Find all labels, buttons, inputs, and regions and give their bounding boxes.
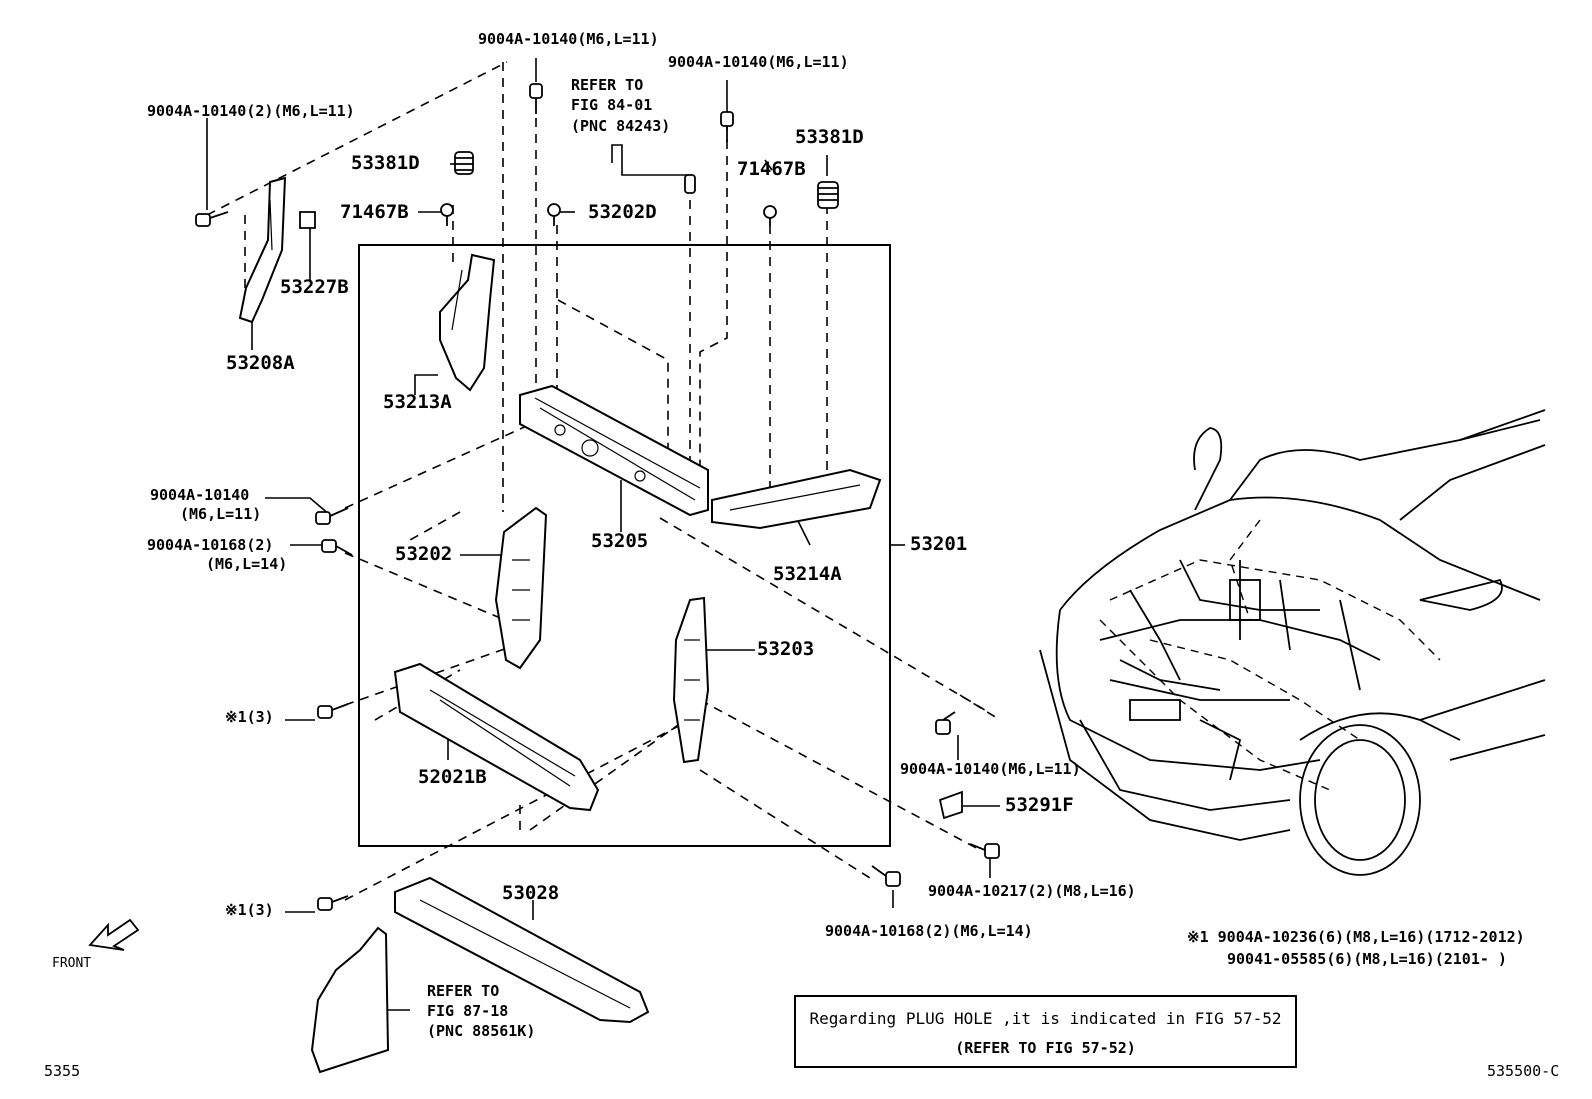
- bolt-icon: [969, 843, 1000, 859]
- label-bolt-top-right: 9004A-10140(M6,L=11): [668, 53, 849, 71]
- part-53205: [519, 384, 709, 517]
- label-53381D-left: 53381D: [351, 152, 420, 174]
- spring-clip-icon: [454, 151, 474, 175]
- label-53213A: 53213A: [383, 391, 452, 413]
- label-53202D: 53202D: [588, 201, 657, 223]
- clip-icon: [299, 211, 316, 229]
- part-53028: [394, 876, 650, 1024]
- part-53202: [494, 506, 548, 670]
- bolt-icon: [529, 83, 543, 114]
- clip-icon: [547, 203, 561, 226]
- label-53201: 53201: [910, 533, 968, 555]
- label-53028: 53028: [502, 882, 560, 904]
- label-52021B: 52021B: [418, 766, 487, 788]
- label-53214A: 53214A: [773, 563, 842, 585]
- fastener-icons: [195, 83, 1000, 911]
- clip-icon: [440, 203, 454, 226]
- label-refer-84-line2: FIG 84-01: [571, 96, 653, 114]
- note-line2: (REFER TO FIG 57-52): [955, 1039, 1136, 1057]
- part-88561K-duct: [310, 926, 390, 1074]
- footnote-line1: ※1 9004A-10236(6)(M8,L=16)(1712-2012): [1187, 928, 1525, 946]
- label-ref1-upper: ※1(3): [225, 708, 274, 726]
- label-71467B-left: 71467B: [340, 201, 409, 223]
- component-details: [269, 199, 861, 1009]
- part-53213A: [439, 253, 496, 392]
- label-bolt-10168-left-line2: (M6,L=14): [206, 555, 288, 573]
- clip-icon: [763, 205, 777, 226]
- label-bolt-right-mid: 9004A-10140(M6,L=11): [900, 760, 1081, 778]
- label-refer-87-line1: REFER TO: [427, 982, 500, 1000]
- label-53202: 53202: [395, 543, 453, 565]
- label-bolt-top-center: 9004A-10140(M6,L=11): [478, 30, 659, 48]
- bolt-icon: [195, 211, 229, 227]
- label-53291F: 53291F: [1005, 794, 1074, 816]
- label-bolt-top-left: 9004A-10140(2)(M6,L=11): [147, 102, 355, 120]
- plug-hole-note-box: Regarding PLUG HOLE ,it is indicated in …: [794, 995, 1297, 1068]
- spring-clip-icon: [817, 181, 839, 209]
- label-53208A: 53208A: [226, 352, 295, 374]
- bracket-icon: [938, 790, 963, 820]
- part-53214A: [711, 468, 882, 530]
- label-71467B-right: 71467B: [737, 158, 806, 180]
- label-bolt-10168-bottom: 9004A-10168(2)(M6,L=14): [825, 922, 1033, 940]
- label-53381D-right: 53381D: [795, 126, 864, 148]
- label-bolt-mid-left-line2: (M6,L=11): [180, 505, 262, 523]
- label-53203: 53203: [757, 638, 815, 660]
- front-arrow-icon: [88, 918, 140, 951]
- label-53227B: 53227B: [280, 276, 349, 298]
- note-line1: Regarding PLUG HOLE ,it is indicated in …: [809, 1009, 1282, 1028]
- label-bolt-10217: 9004A-10217(2)(M8,L=16): [928, 882, 1136, 900]
- bolt-icon: [321, 539, 353, 556]
- bolt-icon: [935, 711, 956, 735]
- figure-code: 535500-C: [1487, 1062, 1560, 1080]
- label-front: FRONT: [52, 956, 92, 971]
- page-number: 5355: [44, 1062, 81, 1080]
- label-refer-84-line3: (PNC 84243): [571, 117, 671, 135]
- label-bolt-10168-left-line1: 9004A-10168(2): [147, 536, 274, 554]
- label-53205: 53205: [591, 530, 649, 552]
- pin-icon: [684, 174, 696, 194]
- footnote-line2: 90041-05585(6)(M8,L=16)(2101- ): [1227, 950, 1507, 968]
- label-refer-84-line1: REFER TO: [571, 76, 644, 94]
- dashed-guide-lines: [206, 61, 1001, 901]
- bolt-icon: [871, 865, 901, 887]
- vehicle-dashed-outline: [1099, 519, 1441, 791]
- label-bolt-mid-left-line1: 9004A-10140: [150, 486, 250, 504]
- bolt-icon: [317, 895, 349, 911]
- label-refer-87-line3: (PNC 88561K): [427, 1022, 536, 1040]
- components: [238, 176, 882, 1074]
- label-ref1-lower: ※1(3): [225, 901, 274, 919]
- bolt-icon: [315, 507, 349, 525]
- label-refer-87-line2: FIG 87-18: [427, 1002, 509, 1020]
- vehicle-illustration: [1039, 409, 1546, 876]
- part-53208A: [238, 176, 287, 324]
- bolt-icon: [720, 111, 734, 142]
- bolt-icon: [317, 703, 349, 719]
